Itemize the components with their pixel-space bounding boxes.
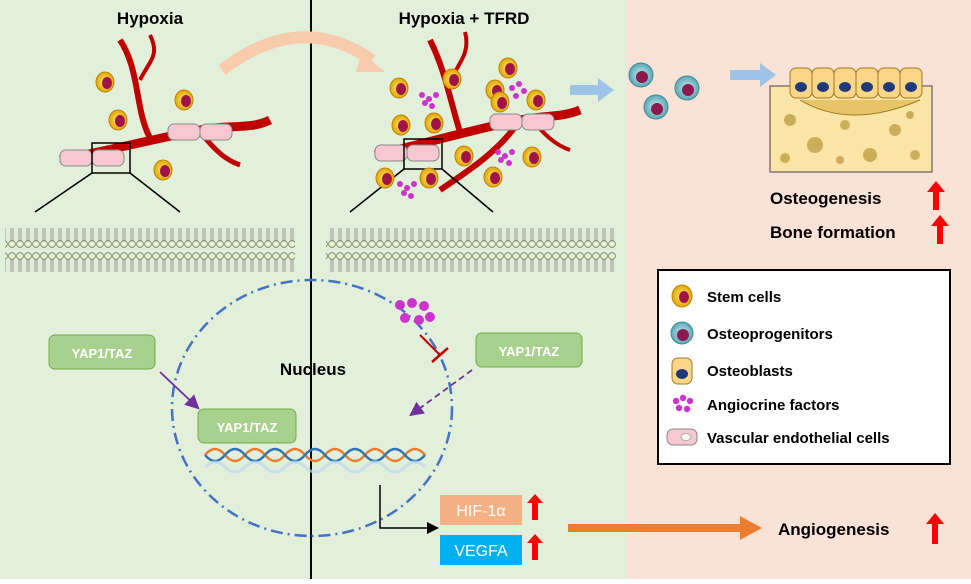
yap-box-inner [197,408,297,444]
bone-tissue [769,85,933,173]
blue-arrow-2-head [760,63,776,87]
legend-label-stem-cells: Stem cells [707,289,781,306]
osteoblast-row [789,67,923,99]
vegfa-label: VEGFA [454,543,508,560]
left-stem-cells [95,71,194,181]
middle-stem-cells [375,57,546,189]
legend-label-osteoprogenitors: Osteoprogenitors [707,326,833,343]
angiogenesis-label: Angiogenesis [778,520,889,539]
left-cell-membrane [5,228,295,278]
curved-arrow-head [356,52,385,72]
blue-arrow-2-shaft [730,70,762,80]
hif-label: HIF-1α [456,503,505,520]
inhibition-line [419,334,441,356]
angiogenesis-arrow-shaft [568,524,743,532]
curved-transition-arrow [218,31,376,75]
dna-helix [203,447,427,474]
hif-up-arrow [527,494,543,520]
yap-translocation-arrow [159,371,200,410]
osteogenesis-up-arrow [927,181,945,210]
blue-arrow-1-shaft [570,85,600,95]
hif-box [440,495,522,525]
osteogenesis-label: Osteogenesis [770,189,882,208]
transcription-arrow [379,485,439,534]
legend-box [657,269,951,465]
yap-label-left: YAP1/TAZ [72,346,133,361]
green-background [0,0,627,579]
legend-angiocrine-factor-icon [672,394,694,413]
blue-arrow-1-head [598,78,614,102]
hypoxia-tfrd-title: Hypoxia + TFRD [399,9,530,28]
legend-osteoprogenitor-icon [670,321,694,345]
yap-box-left [48,334,156,370]
nucleus-membrane [170,278,454,538]
inhibition-bar [431,347,449,363]
right-cell-membrane [326,228,616,278]
angiogenesis-up-arrow [926,513,944,544]
hypoxia-title: Hypoxia [117,9,184,28]
yap-label-inner: YAP1/TAZ [217,420,278,435]
yap-label-right: YAP1/TAZ [499,344,560,359]
vegfa-up-arrow [527,534,543,560]
yap-box-right [475,332,583,368]
angiogenesis-arrow-head [740,516,762,540]
osteoprogenitor-cells [628,62,700,120]
vegfa-box [440,535,522,565]
legend-label-endothelial-cells: Vascular endothelial cells [707,430,890,447]
yap-blocked-arrow [409,369,473,417]
nucleus-label: Nucleus [280,360,346,379]
legend-label-osteoblasts: Osteoblasts [707,363,793,380]
middle-angiocrine-factors [397,81,527,199]
left-vessel-scene [34,34,273,213]
legend-stem-cell-icon [671,284,693,308]
legend-endothelial-cell-icon [666,428,698,446]
bone-formation-label: Bone formation [770,223,896,242]
legend-label-angiocrine-factors: Angiocrine factors [707,397,840,414]
legend-osteoblast-icon [671,357,693,385]
angiocrine-factor-cluster [395,298,435,325]
bone-formation-up-arrow [931,215,949,244]
